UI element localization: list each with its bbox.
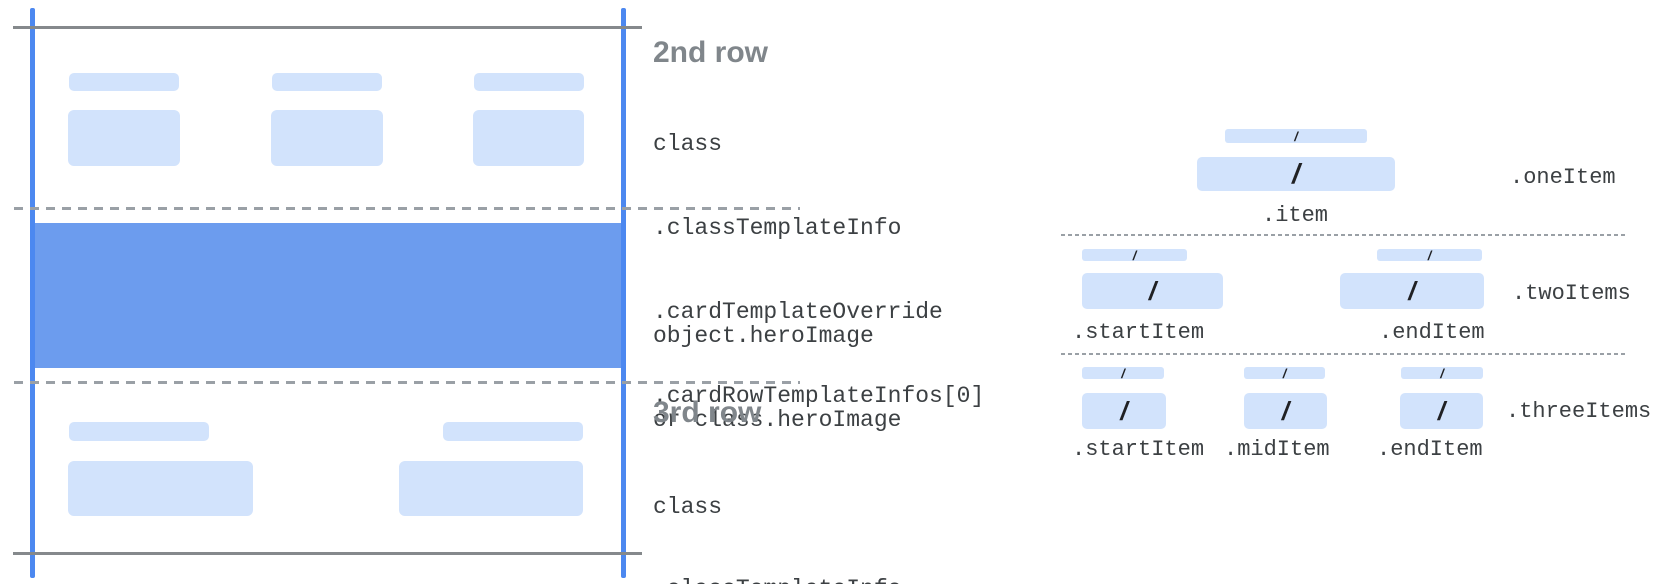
row2-code-line: .cardRowTemplateInfos[0] [653, 383, 985, 409]
row2-code-line: .cardTemplateOverride [653, 299, 943, 325]
row2-col3-label-chip [474, 73, 584, 91]
one-item-label-bar: / [1225, 128, 1367, 144]
three-items-mid-label: .midItem [1224, 437, 1330, 462]
three-items-end-value-bar: / [1400, 393, 1483, 429]
row3-col1-label-chip [69, 422, 209, 441]
one-two-separator-dotted-line [1061, 234, 1628, 236]
slash-glyph: / [1148, 275, 1157, 306]
row2-code-line: class [653, 131, 723, 157]
row3-col2-label-chip [443, 422, 583, 441]
slash-glyph: / [1294, 128, 1298, 144]
card-right-edge-line [621, 8, 626, 578]
three-items-end-label: .endItem [1377, 437, 1483, 462]
row3-code-line: class [653, 494, 723, 520]
two-items-start-label: .startItem [1072, 320, 1205, 345]
one-item-layout-name: .oneItem [1510, 165, 1616, 190]
three-items-layout-name: .threeItems [1506, 399, 1652, 424]
row3-col2-value-chip [399, 461, 583, 516]
slash-glyph: / [1292, 158, 1300, 189]
card-left-edge-line [30, 8, 35, 578]
slash-glyph: / [1437, 395, 1446, 426]
slash-glyph: / [1282, 365, 1287, 381]
slash-glyph: / [1440, 365, 1444, 381]
hero-image-band [35, 223, 621, 368]
one-item-value-bar: / [1197, 157, 1395, 191]
row3-col1-value-chip [68, 461, 253, 516]
slash-glyph: / [1132, 247, 1137, 263]
row2-code-path: class .classTemplateInfo .cardTemplateOv… [653, 76, 984, 464]
three-items-start-label-bar: / [1082, 365, 1164, 381]
slash-glyph: / [1281, 395, 1290, 426]
row3-separator-dashed-line [14, 381, 800, 384]
row2-separator-dashed-line [14, 207, 800, 210]
card-bottom-line [13, 552, 642, 555]
row2-col3-value-chip [473, 110, 584, 166]
three-items-start-label: .startItem [1072, 437, 1205, 462]
slash-glyph: / [1120, 395, 1128, 426]
two-three-separator-dotted-line [1061, 353, 1628, 355]
two-items-start-value-bar: / [1082, 273, 1223, 309]
one-item-item-label: .item [1262, 203, 1329, 228]
two-items-start-label-bar: / [1082, 247, 1187, 263]
row2-col2-value-chip [271, 110, 383, 166]
three-items-mid-label-bar: / [1244, 365, 1325, 381]
three-items-end-label-bar: / [1401, 365, 1483, 381]
hero-code-line: object.heroImage [653, 323, 874, 349]
two-items-end-value-bar: / [1340, 273, 1484, 309]
hero-code-line: or class.heroImage [653, 407, 902, 433]
slash-glyph: / [1408, 275, 1416, 306]
two-items-end-label: .endItem [1379, 320, 1485, 345]
row2-col2-label-chip [272, 73, 382, 91]
row3-heading: 3rd row [653, 396, 762, 429]
row2-code-line: .classTemplateInfo [653, 215, 902, 241]
row2-col1-value-chip [68, 110, 180, 166]
row2-col1-label-chip [69, 73, 179, 91]
two-items-layout-name: .twoItems [1512, 281, 1631, 306]
card-top-line [13, 26, 642, 29]
row3-code-path: class .classTemplateInfo .cardTemplateOv… [653, 440, 984, 584]
two-items-end-label-bar: / [1377, 247, 1482, 263]
row2-heading: 2nd row [653, 36, 769, 69]
row3-code-line: .classTemplateInfo [653, 574, 984, 584]
slash-glyph: / [1427, 247, 1432, 263]
three-items-start-value-bar: / [1082, 393, 1166, 429]
hero-code-path: object.heroImage or class.heroImage [653, 268, 901, 488]
slash-glyph: / [1121, 365, 1125, 381]
three-items-mid-value-bar: / [1244, 393, 1327, 429]
